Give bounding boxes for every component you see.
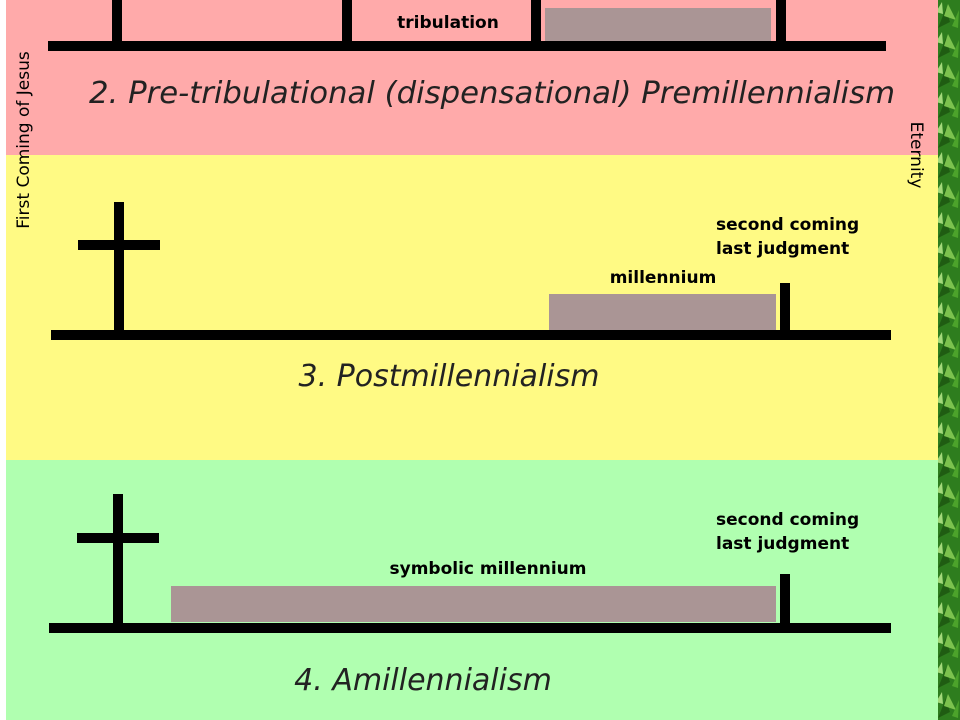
symbolic-millennium-label: symbolic millennium bbox=[390, 559, 587, 579]
cross-icon bbox=[78, 202, 160, 332]
divider-mark bbox=[342, 0, 352, 44]
panel-postmillennialism: millennium second coming last judgment 3… bbox=[6, 155, 938, 460]
side-label-eternity: Eternity bbox=[906, 122, 926, 189]
second-coming-mark bbox=[780, 283, 790, 333]
side-label-first-coming: First Coming of Jesus bbox=[14, 51, 34, 229]
second-coming-label: second coming bbox=[716, 510, 859, 530]
cross-stem bbox=[112, 0, 122, 44]
leaf-border-strip bbox=[938, 0, 960, 720]
timeline-axis bbox=[51, 330, 891, 340]
yellow-band bbox=[6, 155, 938, 460]
cross-icon bbox=[77, 494, 159, 627]
divider-mark bbox=[531, 0, 541, 44]
millennium-bar bbox=[549, 294, 776, 330]
panel-title-postmillennialism: 3. Postmillennialism bbox=[299, 359, 600, 394]
symbolic-millennium-bar bbox=[171, 586, 776, 622]
second-coming-mark bbox=[780, 574, 790, 626]
left-margin bbox=[0, 0, 6, 720]
divider-mark bbox=[776, 0, 786, 44]
panel-pretribulational: tribulation 2. Pre-tribulational (dispen… bbox=[6, 0, 938, 155]
millennium-label: millennium bbox=[610, 268, 717, 288]
panel-title-pretribulational: 2. Pre-tribulational (dispensational) Pr… bbox=[89, 76, 895, 111]
last-judgment-label: last judgment bbox=[716, 239, 849, 259]
tribulation-label: tribulation bbox=[397, 13, 499, 33]
timeline-axis bbox=[49, 623, 891, 633]
last-judgment-label: last judgment bbox=[716, 534, 849, 554]
panel-amillennialism: symbolic millennium second coming last j… bbox=[6, 460, 938, 720]
second-coming-label: second coming bbox=[716, 215, 859, 235]
tribulation-bar bbox=[545, 8, 771, 42]
timeline-axis bbox=[48, 41, 886, 51]
panel-title-amillennialism: 4. Amillennialism bbox=[294, 663, 552, 698]
